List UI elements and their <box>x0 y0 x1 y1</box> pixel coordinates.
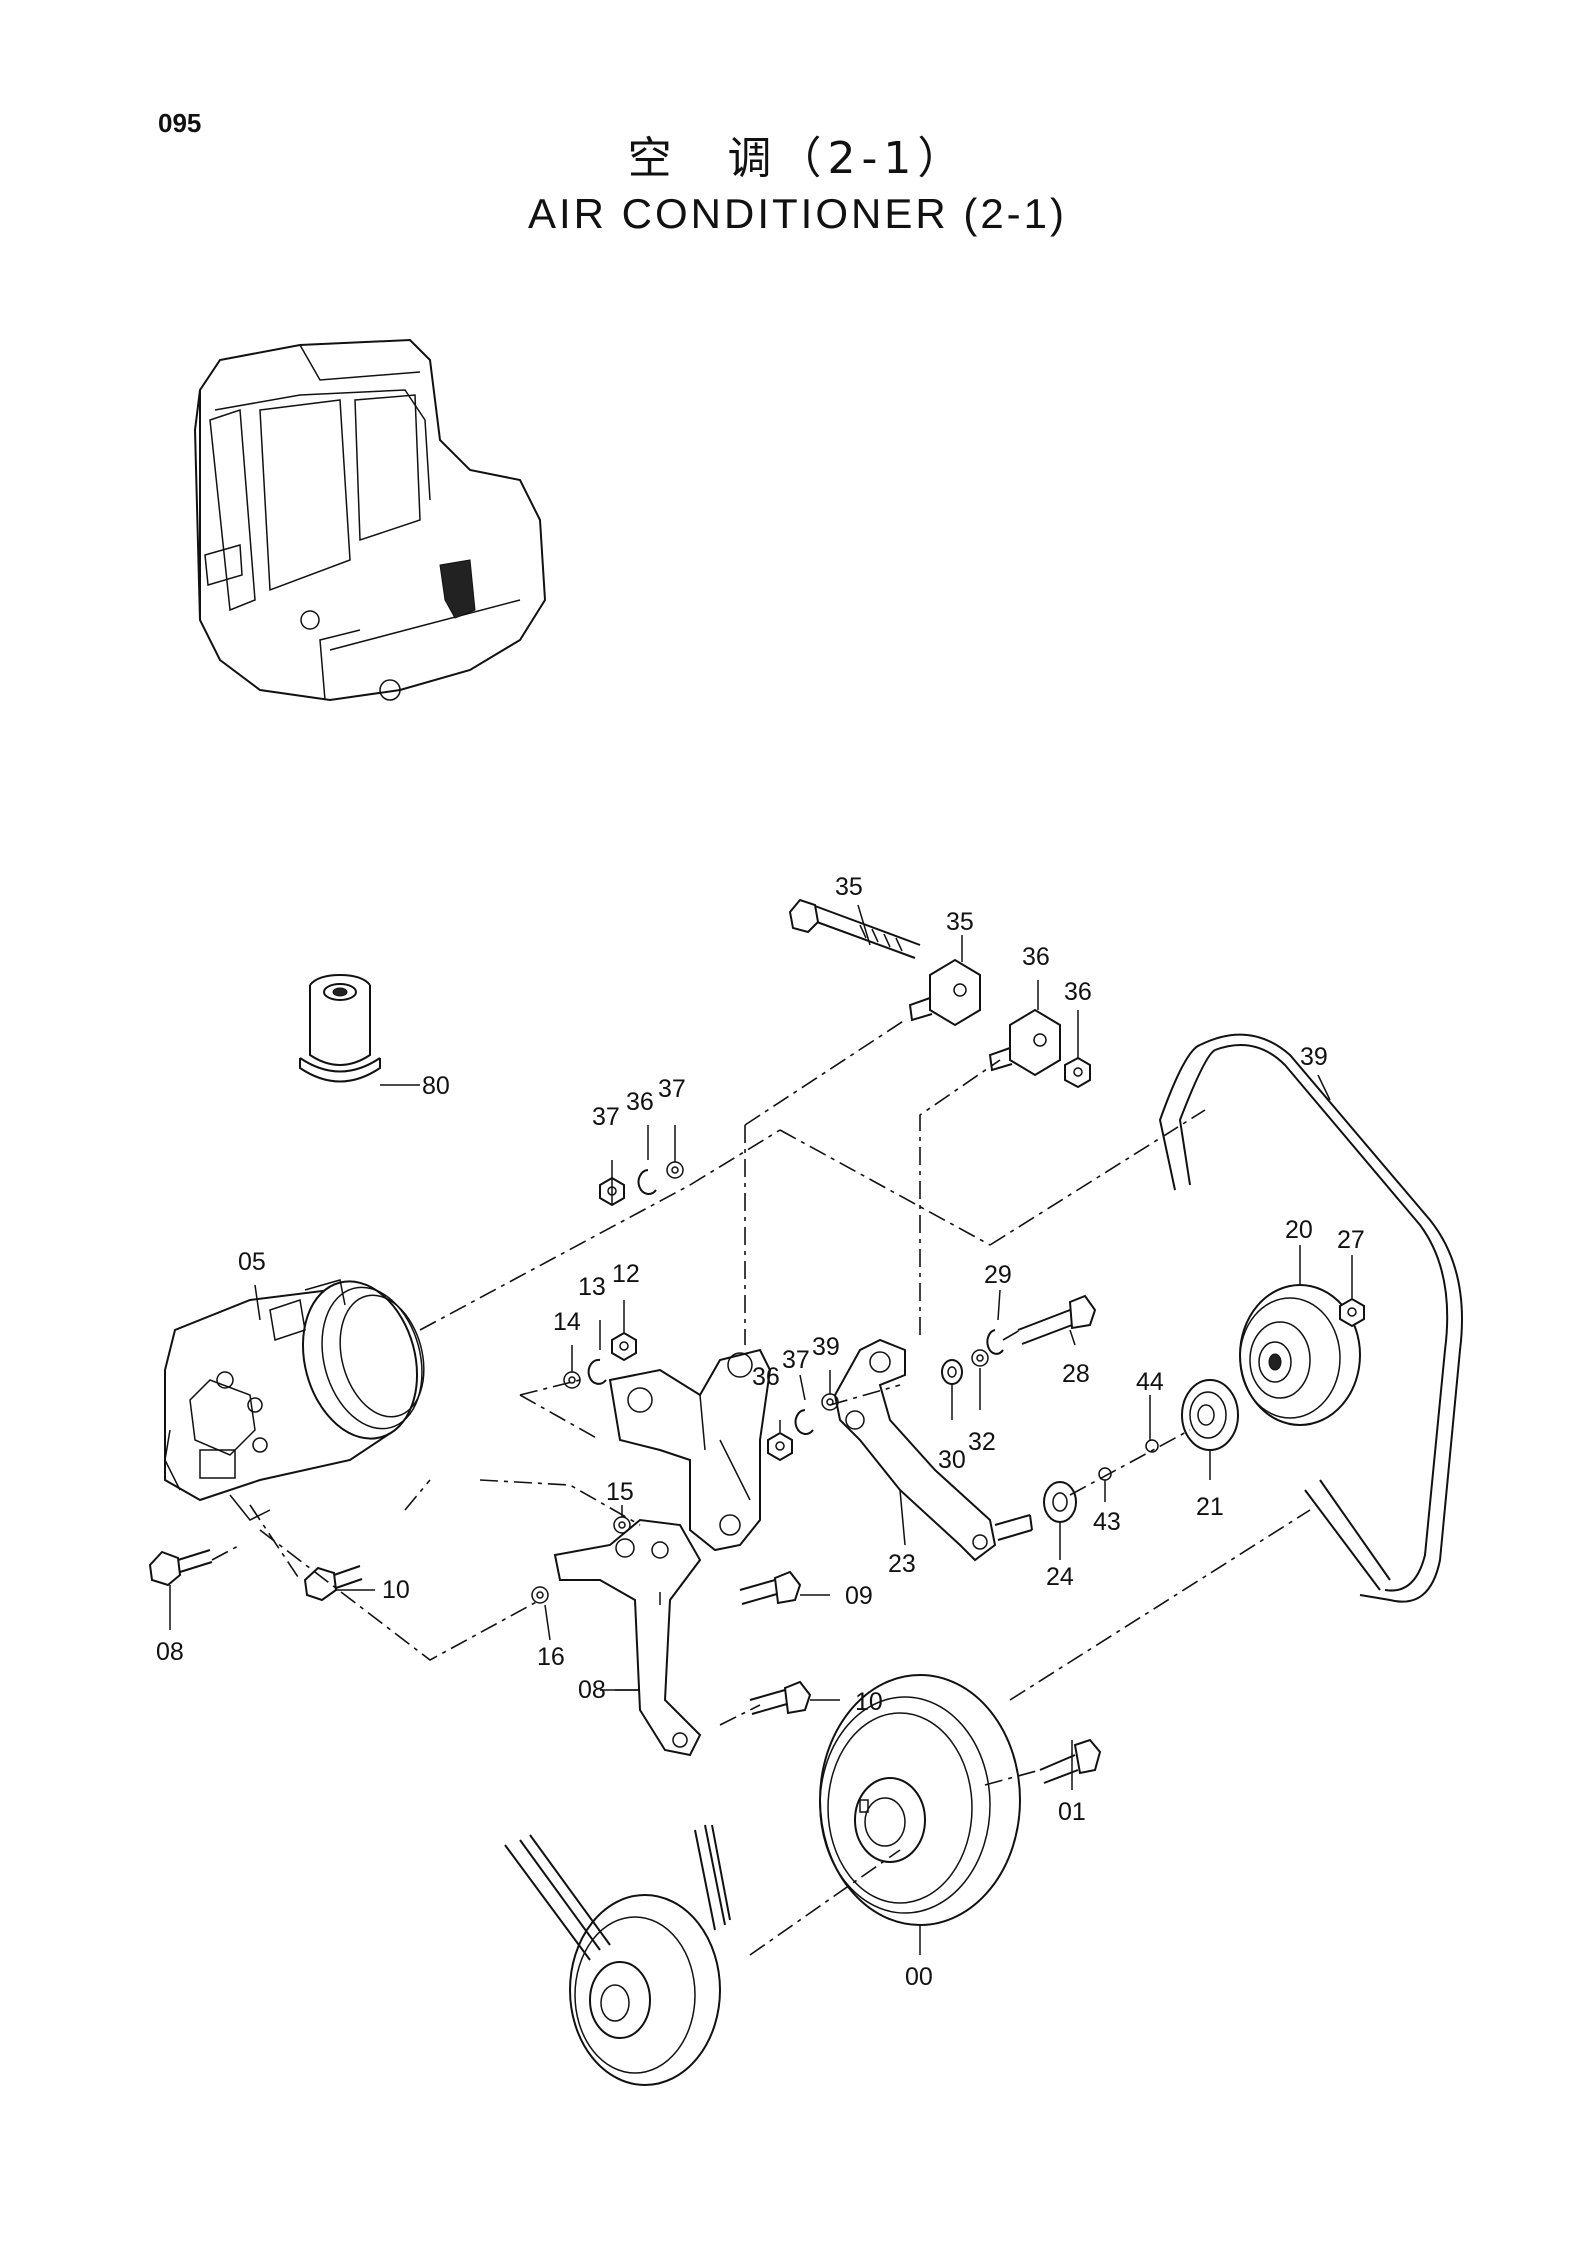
callout-labels: 35 35 36 36 39 80 37 36 37 05 13 12 14 2… <box>156 873 1365 1991</box>
callout-25: 27 <box>1337 1226 1365 1254</box>
part-13-bolt <box>303 1565 375 1602</box>
callout-35-left: 37 <box>592 1103 620 1131</box>
callout-28: 30 <box>938 1446 966 1474</box>
callout-27: 28 <box>1062 1360 1090 1388</box>
part-21-spacer <box>1181 1379 1239 1451</box>
parts-24-43-44 <box>1043 1439 1159 1523</box>
callout-08: 08 <box>578 1676 606 1704</box>
callout-34: 36 <box>1022 943 1050 971</box>
part-25-nut <box>1339 1297 1365 1328</box>
callout-32: 35 <box>835 873 863 901</box>
callout-80: 80 <box>422 1072 450 1100</box>
callout-09: 09 <box>845 1582 873 1610</box>
callout-29: 29 <box>984 1261 1012 1289</box>
callout-36-mid: 37 <box>782 1346 810 1374</box>
callout-36-left: 36 <box>626 1088 654 1116</box>
callout-21: 21 <box>1196 1493 1224 1521</box>
callout-44: 44 <box>1136 1368 1164 1396</box>
central-support-bracket <box>608 1348 772 1552</box>
callout-14: 12 <box>612 1260 640 1288</box>
callout-24: 24 <box>1046 1563 1074 1591</box>
callout-35-upper: 36 <box>1064 978 1092 1006</box>
part-20-idler-pulley <box>1239 1284 1361 1426</box>
callout-43: 43 <box>1093 1508 1121 1536</box>
callout-35-mid: 36 <box>752 1363 780 1391</box>
callout-33: 35 <box>946 908 974 936</box>
part-39-v-belt <box>1158 1033 1463 1603</box>
page-title-chinese: 空 调（2-1） <box>627 133 968 184</box>
part-23-adjusting-arm <box>833 1338 1033 1562</box>
part-34-adjust-block <box>988 1008 1061 1077</box>
part-00-crank-pulley <box>819 1674 1021 1926</box>
part-12-bolt <box>148 1549 213 1630</box>
callout-15: 13 <box>578 1273 606 1301</box>
part-27-bolt <box>1017 1294 1097 1345</box>
washers-28-29-30 <box>941 1329 1004 1385</box>
excavator-cab-illustration <box>193 338 547 702</box>
callout-37-mid: 39 <box>812 1333 840 1361</box>
callout-30: 32 <box>968 1428 996 1456</box>
assembly-lines <box>211 1019 1311 1956</box>
callout-05: 05 <box>238 1248 266 1276</box>
hardware-group-mid <box>767 1393 839 1462</box>
callout-37-left: 37 <box>658 1075 686 1103</box>
callout-12: 08 <box>156 1638 184 1666</box>
callout-10: 10 <box>855 1688 883 1716</box>
washers-17 <box>531 1516 631 1604</box>
part-32-long-bolt <box>788 898 921 959</box>
callout-39: 39 <box>1300 1043 1328 1071</box>
callout-17-lower: 16 <box>537 1643 565 1671</box>
callout-17-upper: 15 <box>606 1478 634 1506</box>
callout-20: 20 <box>1285 1216 1313 1244</box>
callout-23: 23 <box>888 1550 916 1578</box>
callout-01: 01 <box>1058 1798 1086 1826</box>
bolts-09-10 <box>739 1570 812 1715</box>
engine-crank-pulley <box>504 1824 731 2086</box>
page-number: 095 <box>158 108 202 138</box>
callout-16: 14 <box>553 1308 581 1336</box>
part-08-bracket <box>553 1518 702 1757</box>
callout-00: 00 <box>905 1963 933 1991</box>
part-01-bolt <box>1039 1738 1102 1784</box>
part-05-compressor <box>164 1279 425 1521</box>
leader-lines <box>254 904 1353 1955</box>
part-33-adjust-block <box>908 958 981 1027</box>
part-80-receiver-dryer <box>299 973 420 1086</box>
callout-13: 10 <box>382 1576 410 1604</box>
page-title-english: AIR CONDITIONER (2-1) <box>527 190 1068 237</box>
part-35-nut-upper <box>1064 1056 1091 1089</box>
